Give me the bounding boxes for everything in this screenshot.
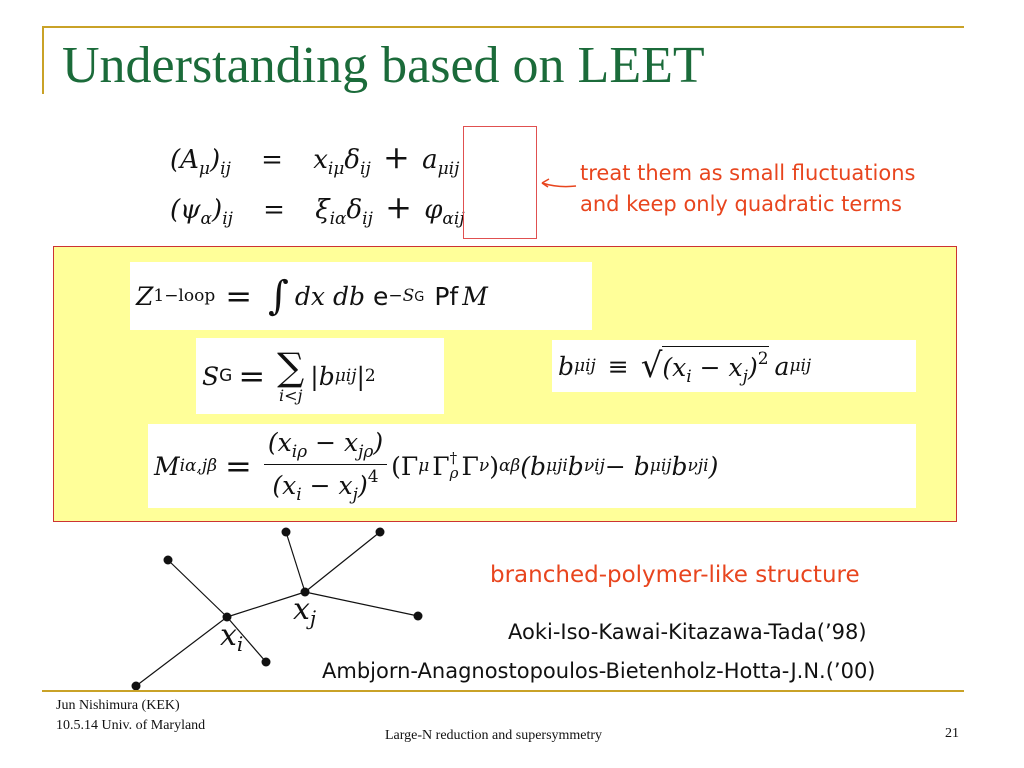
arrow-left-icon [541, 178, 577, 188]
branched-polymer-graph [131, 527, 423, 691]
equation-gauge-field: (Aμ)ij = xiμδij + aμij [170, 138, 460, 179]
graph-edges [135, 531, 419, 687]
footer-talk-title: Large-N reduction and supersymmetry [385, 728, 603, 743]
note-line-2: and keep only quadratic terms [580, 192, 902, 216]
graph-node [163, 555, 173, 565]
graph-nodes [131, 527, 423, 691]
reference-ambjorn: Ambjorn-Anagnostopoulos-Bietenholz-Hotta… [322, 659, 876, 683]
label-xj: xj [293, 592, 317, 630]
graph-node [131, 681, 141, 691]
branched-polymer-label: branched-polymer-like structure [490, 562, 860, 588]
footer-venue: 10.5.14 Univ. of Maryland [56, 718, 206, 733]
node-xj [300, 587, 310, 597]
node-xi [222, 612, 232, 622]
graph-node [413, 611, 423, 621]
equation-fermion-field: (ψα)ij = ξiαδij + φαij [170, 188, 465, 229]
page-number: 21 [945, 726, 959, 741]
label-xi: xi [220, 618, 244, 656]
graph-node [375, 527, 385, 537]
reference-aoki: Aoki-Iso-Kawai-Kitazawa-Tada(’98) [508, 620, 867, 644]
graph-node [281, 527, 291, 537]
fluctuation-note: treat them as small fluctuations and kee… [580, 158, 915, 220]
top-rule [42, 26, 964, 28]
left-rule [42, 26, 44, 94]
footer-author: Jun Nishimura (KEK) [56, 698, 180, 713]
note-line-1: treat them as small fluctuations [580, 161, 916, 185]
fluctuation-highlight-box [463, 126, 537, 239]
footer-rule [42, 690, 964, 692]
slide-title: Understanding based on LEET [62, 37, 705, 94]
graph-node [261, 657, 271, 667]
decomposition-equations: (Aμ)ij = xiμδij + aμij (ψα)ij = ξiαδij +… [170, 138, 570, 238]
